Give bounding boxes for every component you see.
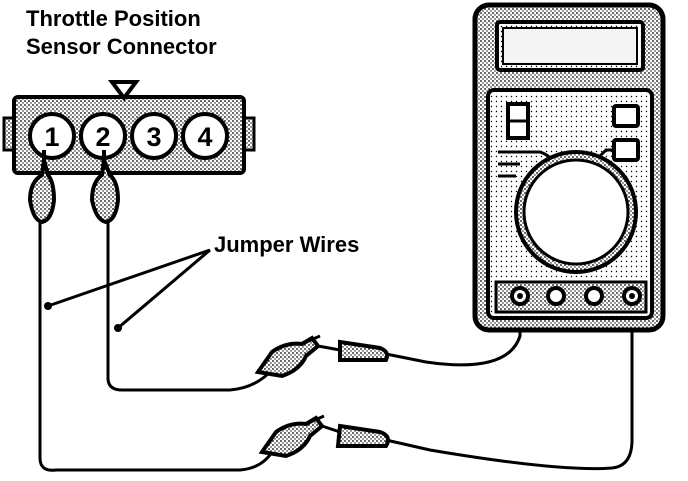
pin-label-3: 3 [146, 122, 161, 152]
title-line-1: Throttle Position [26, 6, 201, 31]
multimeter [472, 2, 666, 333]
alligator-clip-upper [254, 334, 321, 379]
connector-pin-4: 4 [181, 112, 229, 160]
connector-pin-3: 3 [130, 112, 178, 160]
multimeter-button-upper [612, 104, 640, 128]
pointer-dot-1 [44, 302, 52, 310]
pointer-line-1 [47, 248, 211, 308]
test-probe-upper [317, 300, 522, 367]
multimeter-jack-2 [546, 286, 566, 306]
test-probe-lower [321, 300, 634, 471]
alligator-clip-lower [258, 414, 325, 459]
jumper-wires [38, 222, 274, 472]
pointer-dot-2 [114, 324, 122, 332]
multimeter-jack-3 [584, 286, 604, 306]
connector-key-icon [108, 80, 140, 102]
back-probe-pin-1 [27, 150, 57, 225]
connector-pin-1: 1 [28, 112, 76, 160]
pin-label-1: 1 [44, 122, 59, 152]
connector-pin-2: 2 [79, 112, 127, 160]
sensor-connector: 1 2 3 4 [2, 80, 256, 175]
back-probe-pin-2 [89, 150, 121, 225]
pointer-line-2 [117, 248, 211, 330]
jumper-wires-label: Jumper Wires [214, 232, 360, 257]
pin-label-4: 4 [197, 122, 212, 152]
wire-pin-2 [106, 222, 272, 392]
pin-label-2: 2 [95, 122, 110, 152]
wire-pin-1 [38, 222, 274, 472]
title-line-2: Sensor Connector [26, 34, 217, 59]
multimeter-button-lower [612, 138, 640, 162]
